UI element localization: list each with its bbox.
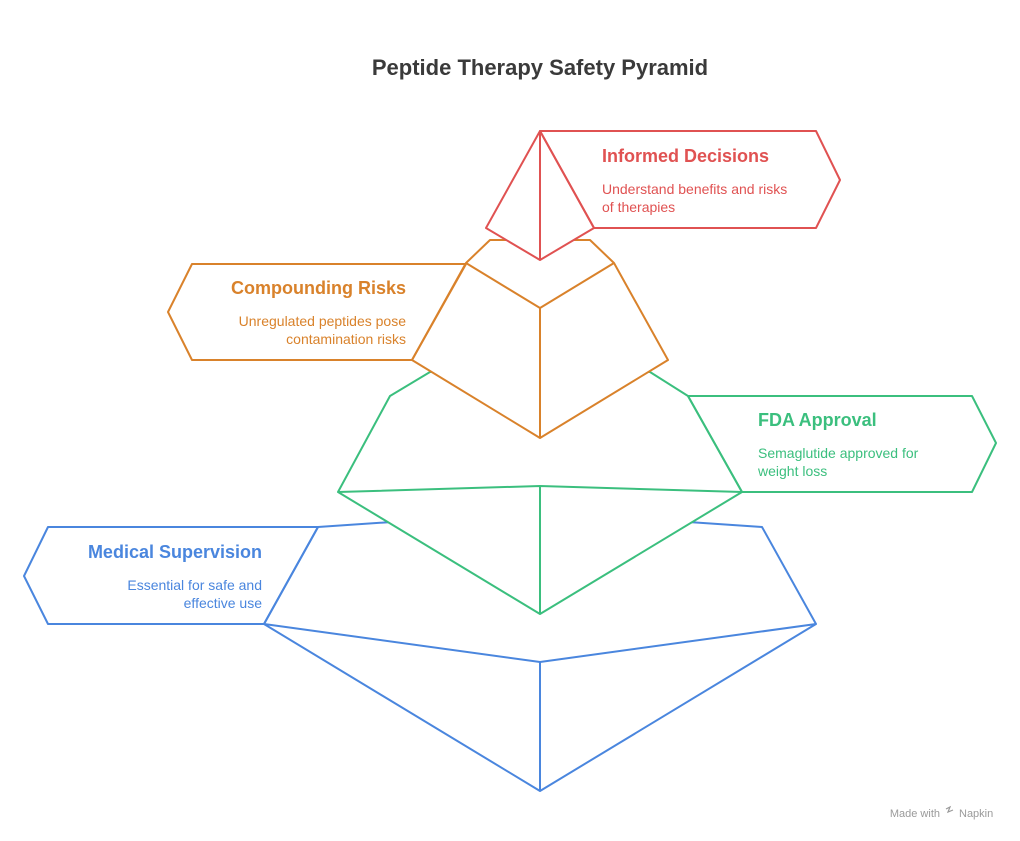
label-box-compounding-risks <box>167 263 467 361</box>
label-desc-informed-decisions-line2: of therapies <box>602 199 675 215</box>
label-title-fda-approval: FDA Approval <box>758 410 877 430</box>
pyramid-tier-bottom-edge <box>263 623 817 663</box>
label-title-compounding-risks: Compounding Risks <box>231 278 406 298</box>
footer-watermark: Made with Napkin <box>890 805 993 820</box>
footer-brand: Napkin <box>959 808 993 820</box>
level-medical-supervision <box>23 511 817 792</box>
label-desc-medical-supervision-line1: Essential for safe and <box>127 577 262 593</box>
label-box-fda-approval <box>687 395 997 493</box>
label-title-informed-decisions: Informed Decisions <box>602 146 769 166</box>
label-desc-fda-approval-line1: Semaglutide approved for <box>758 445 919 461</box>
label-desc-compounding-risks-line2: contamination risks <box>286 331 406 347</box>
footer-made-with: Made with <box>890 808 940 820</box>
label-box-informed-decisions <box>539 130 841 229</box>
label-desc-informed-decisions-line1: Understand benefits and risks <box>602 181 787 197</box>
label-desc-fda-approval-line2: weight loss <box>757 463 827 479</box>
level-compounding-risks <box>167 239 669 439</box>
napkin-logo-icon <box>945 805 954 814</box>
label-desc-medical-supervision-line2: effective use <box>184 595 263 611</box>
label-box-medical-supervision <box>23 526 319 625</box>
level-fda-approval <box>337 371 997 615</box>
level-informed-decisions <box>485 130 841 261</box>
diagram-title: Peptide Therapy Safety Pyramid <box>372 55 708 80</box>
label-desc-compounding-risks-line1: Unregulated peptides pose <box>239 313 407 329</box>
label-title-medical-supervision: Medical Supervision <box>88 542 262 562</box>
